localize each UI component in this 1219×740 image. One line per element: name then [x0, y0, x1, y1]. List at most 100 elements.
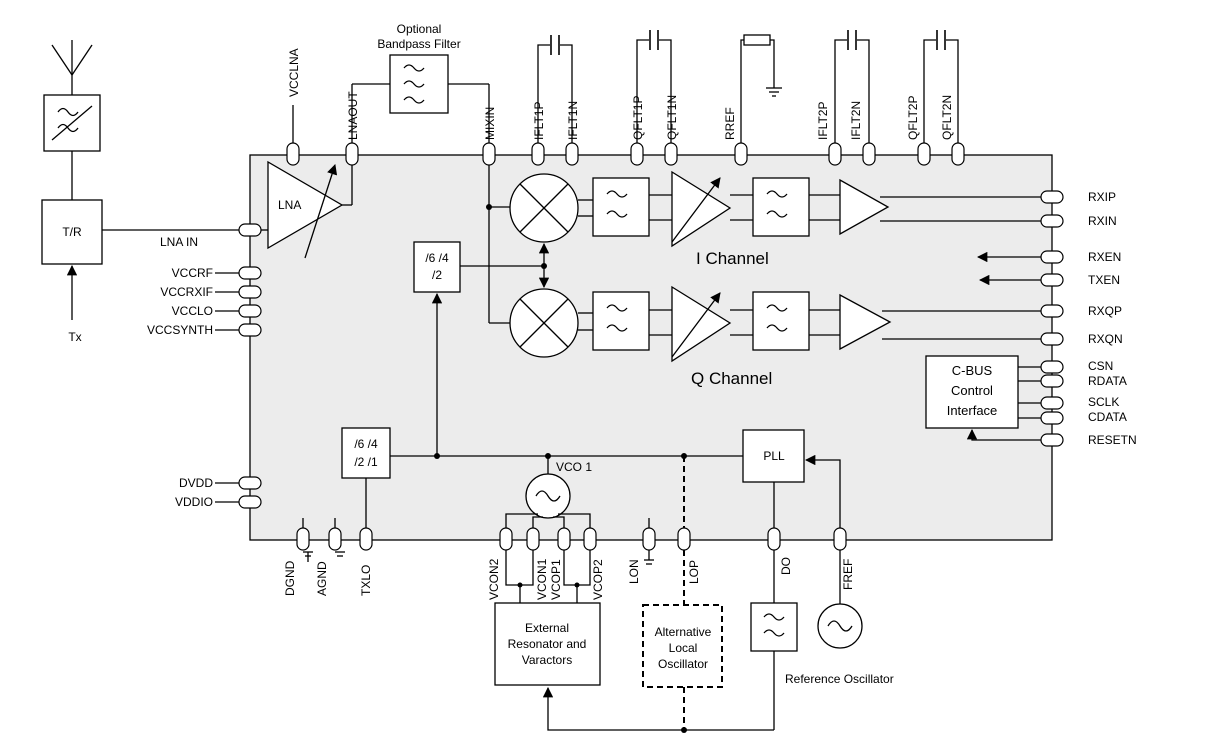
lna-amplifier: [267, 160, 344, 250]
pin-label: VCCSYNTH: [147, 323, 213, 337]
lo-divider-top-label-1: /6 /4: [425, 251, 449, 265]
pin-label: DVDD: [179, 476, 213, 490]
pin-label: RESETN: [1088, 433, 1137, 447]
pin-label: VCOP2: [591, 559, 605, 600]
pin-txlo: [359, 527, 373, 551]
cbus-label-3: Interface: [947, 403, 998, 418]
i-buffer: [839, 178, 890, 236]
ground-symbols: [302, 518, 654, 565]
pin-label: MIXIN: [483, 107, 497, 140]
pin-iflt2n: [862, 142, 876, 166]
pin-iflt1n: [565, 142, 579, 166]
bottom-pins: [296, 527, 847, 551]
optional-filter-label-1: Optional: [397, 22, 442, 36]
top-pin-labels: VCCLNA LNAOUT MIXIN IFLT1P IFLT1N QFLT1P…: [287, 48, 954, 140]
pin-lna-in: [238, 223, 262, 237]
i-channel-label: I Channel: [696, 249, 769, 268]
pin-qflt2n: [951, 142, 965, 166]
right-pins: [1040, 190, 1064, 447]
ext-res-label-2: Resonator and: [508, 637, 587, 651]
pin-vccrf: [238, 266, 262, 280]
i-vga: [671, 170, 732, 248]
pin-vcclo: [238, 304, 262, 318]
pin-lon: [642, 527, 656, 551]
bottom-pin-labels: DGND AGND TXLO VCON2 VCON1 VCOP1 VCOP2 L…: [283, 557, 855, 600]
pin-agnd: [328, 527, 342, 551]
pin-label: VCON1: [535, 558, 549, 600]
pin-label: RXIN: [1088, 214, 1117, 228]
pin-label: RXEN: [1088, 250, 1121, 264]
pin-label: FREF: [841, 559, 855, 590]
right-pin-labels: RXIP RXIN RXEN TXEN RXQP RXQN CSN RDATA …: [1088, 190, 1137, 447]
left-pin-labels: VCCRF VCCRXIF VCCLO VCCSYNTH DVDD VDDIO: [147, 266, 213, 509]
q-channel-label: Q Channel: [691, 369, 772, 388]
alt-osc-label-2: Local: [669, 641, 698, 655]
pin-label: VDDIO: [175, 495, 213, 509]
q-buffer: [839, 293, 892, 351]
pin-rxqp: [1040, 304, 1064, 318]
pin-lop: [677, 527, 691, 551]
pin-label: VCOP1: [549, 559, 563, 600]
alt-osc-label-3: Oscillator: [658, 657, 708, 671]
pin-label: RXQP: [1088, 304, 1122, 318]
cbus-interface: [925, 355, 1019, 429]
pin-label: VCCLNA: [287, 48, 301, 97]
pin-label: QFLT2N: [940, 95, 954, 140]
pin-rxen: [1040, 250, 1064, 264]
pin-label: DO: [779, 557, 793, 575]
pin-label: RXQN: [1088, 332, 1123, 346]
external-resonator: [494, 602, 601, 686]
pin-cdata: [1040, 411, 1064, 425]
pin-label: QFLT1P: [631, 96, 645, 140]
tx-divider-label-2: /2 /1: [354, 455, 378, 469]
ext-res-label-3: Varactors: [522, 653, 572, 667]
pin-rref: [734, 142, 748, 166]
q-mixer: [509, 288, 579, 358]
tr-switch: [41, 199, 103, 265]
pin-do: [767, 527, 781, 551]
rref-resistor: [740, 34, 782, 143]
i-filter-2: [752, 177, 810, 237]
pin-vddio: [238, 495, 262, 509]
tx-divider: [341, 427, 391, 479]
pin-label: IFLT2N: [849, 101, 863, 140]
optional-filter-label-2: Bandpass Filter: [377, 37, 460, 51]
alternative-local-oscillator: [642, 604, 723, 688]
pin-label: VCCRXIF: [160, 285, 213, 299]
pin-label: VCCLO: [172, 304, 213, 318]
pin-sclk: [1040, 396, 1064, 410]
cbus-label-2: Control: [951, 383, 993, 398]
pin-fref: [833, 527, 847, 551]
tx-label: Tx: [68, 330, 81, 344]
pll-label: PLL: [763, 449, 785, 463]
pin-rxqn: [1040, 332, 1064, 346]
antenna: [51, 40, 93, 95]
pin-label: IFLT1N: [566, 101, 580, 140]
pin-label: CSN: [1088, 359, 1113, 373]
pin-label: QFLT1N: [665, 95, 679, 140]
pin-mixin: [482, 142, 496, 166]
lo-divider-top: [413, 241, 461, 293]
pin-lnaout: [345, 142, 359, 166]
pin-rxin: [1040, 214, 1064, 228]
pin-label: CDATA: [1088, 410, 1127, 424]
pin-iflt2p: [828, 142, 842, 166]
pin-qflt2p: [917, 142, 931, 166]
pll: [742, 429, 805, 483]
i-mixer: [509, 173, 579, 243]
pin-vcclna: [286, 142, 300, 166]
pin-vcop1: [557, 527, 571, 551]
pin-label: LNAOUT: [346, 91, 360, 140]
pin-qflt1p: [630, 142, 644, 166]
ext-res-label-1: External: [525, 621, 569, 635]
pin-label: TXEN: [1088, 273, 1120, 287]
pin-label: TXLO: [359, 565, 373, 596]
pin-dvdd: [238, 476, 262, 490]
pin-label: LON: [627, 559, 641, 584]
pin-iflt1p: [531, 142, 545, 166]
lo-divider-top-label-2: /2: [432, 268, 442, 282]
lna-label: LNA: [278, 198, 301, 212]
pin-txen: [1040, 273, 1064, 287]
pin-label: AGND: [315, 561, 329, 596]
